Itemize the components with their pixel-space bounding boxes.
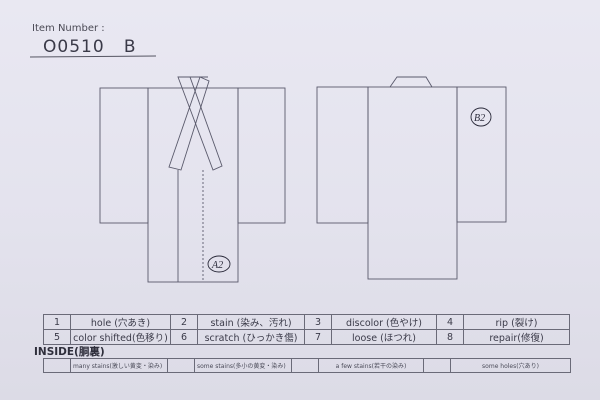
code-number: 2	[170, 314, 198, 330]
back-left-sleeve	[316, 86, 369, 224]
front-body	[147, 87, 239, 283]
inside-label-many-stains: many stains(激しい黄変・染み)	[70, 358, 168, 373]
front-right-sleeve	[237, 87, 286, 224]
code-number: 6	[170, 329, 198, 345]
code-number: 7	[304, 329, 332, 345]
code-label: rip (裂け)	[463, 314, 570, 330]
annotation-a2-text: A2	[211, 260, 223, 271]
inside-label-a-few-stains: a few stains(若干の染み)	[318, 358, 424, 373]
annotation-circle-a2	[207, 255, 231, 273]
code-number: 8	[436, 329, 464, 345]
code-number: 4	[436, 314, 464, 330]
back-body	[367, 86, 458, 280]
inside-condition-table: many stains(激しい黄変・染み) some stains(多小の黄変・…	[43, 358, 571, 373]
front-collar-right-band	[177, 76, 223, 171]
front-collar-left-band	[168, 76, 210, 171]
inside-section-title: INSIDE(胴裏)	[34, 346, 105, 358]
back-right-sleeve	[456, 86, 507, 223]
code-label: repair(修復)	[463, 329, 570, 345]
damage-codes-row: 5 color shifted(色移り) 6 scratch (ひっかき傷) 7…	[43, 329, 570, 345]
code-number: 1	[43, 314, 71, 330]
inside-checkbox-many-stains[interactable]	[43, 358, 71, 373]
code-number: 5	[43, 329, 71, 345]
item-number-value: O0510 B	[43, 37, 137, 57]
code-number: 3	[304, 314, 332, 330]
annotation-b2-text: B2	[474, 113, 485, 124]
code-label: stain (染み、汚れ)	[197, 314, 305, 330]
front-kimono-diagram	[99, 76, 286, 283]
inside-checkbox-a-few-stains[interactable]	[291, 358, 319, 373]
front-left-sleeve	[99, 87, 149, 224]
inside-condition-row: many stains(激しい黄変・染み) some stains(多小の黄変・…	[43, 358, 571, 373]
inside-label-some-stains: some stains(多小の黄変・染み)	[194, 358, 292, 373]
back-kimono-diagram	[316, 76, 507, 280]
damage-codes-table: 1 hole (穴あき) 2 stain (染み、汚れ) 3 discolor …	[43, 314, 570, 345]
code-label: scratch (ひっかき傷)	[197, 329, 305, 345]
annotation-circle-b2	[470, 107, 492, 127]
code-label: hole (穴あき)	[70, 314, 171, 330]
inside-checkbox-some-holes[interactable]	[423, 358, 451, 373]
back-collar	[389, 76, 433, 88]
item-number-label: Item Number :	[32, 23, 105, 34]
code-label: discolor (色やけ)	[331, 314, 437, 330]
code-label: loose (ほつれ)	[331, 329, 437, 345]
inside-checkbox-some-stains[interactable]	[167, 358, 195, 373]
inside-label-some-holes: some holes(穴あり)	[450, 358, 571, 373]
code-label: color shifted(色移り)	[70, 329, 171, 345]
damage-codes-row: 1 hole (穴あき) 2 stain (染み、汚れ) 3 discolor …	[43, 314, 570, 330]
